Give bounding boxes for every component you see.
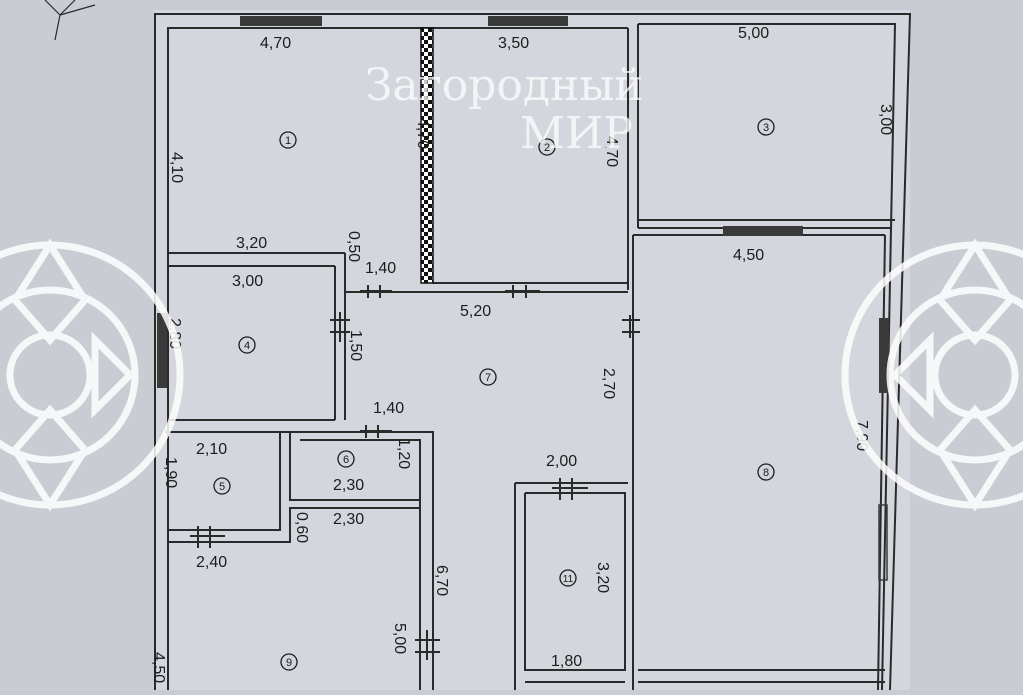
window-room-8-lower xyxy=(878,504,888,581)
dimension-labels: 4,70 3,50 5,00 3,20 3,00 1,40 5,20 4,50 … xyxy=(196,25,769,670)
dim-r7-height: 2,70 xyxy=(600,368,617,399)
dim-r1-inner: 4,70 xyxy=(414,118,431,149)
dim-r5-width: 2,10 xyxy=(196,441,227,458)
room-6-label: 6 xyxy=(343,454,349,466)
watermark-line-2: МИР xyxy=(520,108,633,159)
room-4-label: 4 xyxy=(244,340,250,352)
dim-r6-width: 2,30 xyxy=(333,477,364,494)
room-2-label: 2 xyxy=(544,142,550,154)
dim-240: 2,40 xyxy=(196,554,227,571)
door-markers xyxy=(190,285,640,660)
right-mandala-watermark xyxy=(841,238,1023,512)
room-markers xyxy=(213,118,775,671)
dim-670: 6,70 xyxy=(433,565,450,596)
room-11-label: 11 xyxy=(563,574,574,585)
dimension-labels-vertical: 4,10 4,70 4,70 3,00 0,50 2,80 1,50 2,70 … xyxy=(150,104,894,683)
dim-r1-height: 4,10 xyxy=(168,152,185,183)
left-mandala-watermark xyxy=(0,238,184,512)
window-room-1 xyxy=(240,16,322,26)
dim-500: 5,00 xyxy=(391,623,408,654)
compass-sketch xyxy=(44,0,96,41)
dim-r3-width: 5,00 xyxy=(738,25,769,42)
dim-r4-inner: 3,00 xyxy=(232,273,263,290)
dim-r4-top: 3,20 xyxy=(236,235,267,252)
room-labels: 1 2 3 4 5 6 7 8 9 11 xyxy=(219,122,769,669)
dim-gap-050: 0,50 xyxy=(345,231,362,262)
dim-450: 4,50 xyxy=(150,652,167,683)
room-5-label: 5 xyxy=(219,481,225,493)
window-room-4 xyxy=(157,313,167,388)
room-7-label: 7 xyxy=(485,372,491,384)
dim-r2-width: 3,50 xyxy=(498,35,529,52)
dim-r4-door: 1,50 xyxy=(347,330,364,361)
room-1-label: 1 xyxy=(285,135,291,147)
dim-door-140-a: 1,40 xyxy=(365,260,396,277)
room-8-label: 8 xyxy=(763,467,769,479)
dim-r11-width: 2,00 xyxy=(546,453,577,470)
dim-r8-width: 4,50 xyxy=(733,247,764,264)
dim-r2-height: 4,70 xyxy=(603,136,620,167)
dim-r6-height: 1,20 xyxy=(395,438,412,469)
window-room-8 xyxy=(723,226,803,236)
window-room-2 xyxy=(488,16,568,26)
room-3-label: 3 xyxy=(763,122,769,134)
dim-r3-height: 3,00 xyxy=(877,104,894,135)
dim-r7-width: 5,20 xyxy=(460,303,491,320)
dim-r11-height: 3,20 xyxy=(594,562,611,593)
plan-area xyxy=(155,10,910,690)
partition-wall xyxy=(420,27,434,284)
room-9-label: 9 xyxy=(286,657,292,669)
dim-230: 2,30 xyxy=(333,511,364,528)
dim-door-140-b: 1,40 xyxy=(373,400,404,417)
windows xyxy=(157,16,889,581)
watermark-line-1: Загородный xyxy=(365,60,644,111)
window-room-8-side xyxy=(879,318,889,393)
dim-r5-height: 1,90 xyxy=(162,457,179,488)
dim-060: 0,60 xyxy=(293,512,310,543)
dim-r11-bottom: 1,80 xyxy=(551,653,582,670)
dim-r1-width: 4,70 xyxy=(260,35,291,52)
